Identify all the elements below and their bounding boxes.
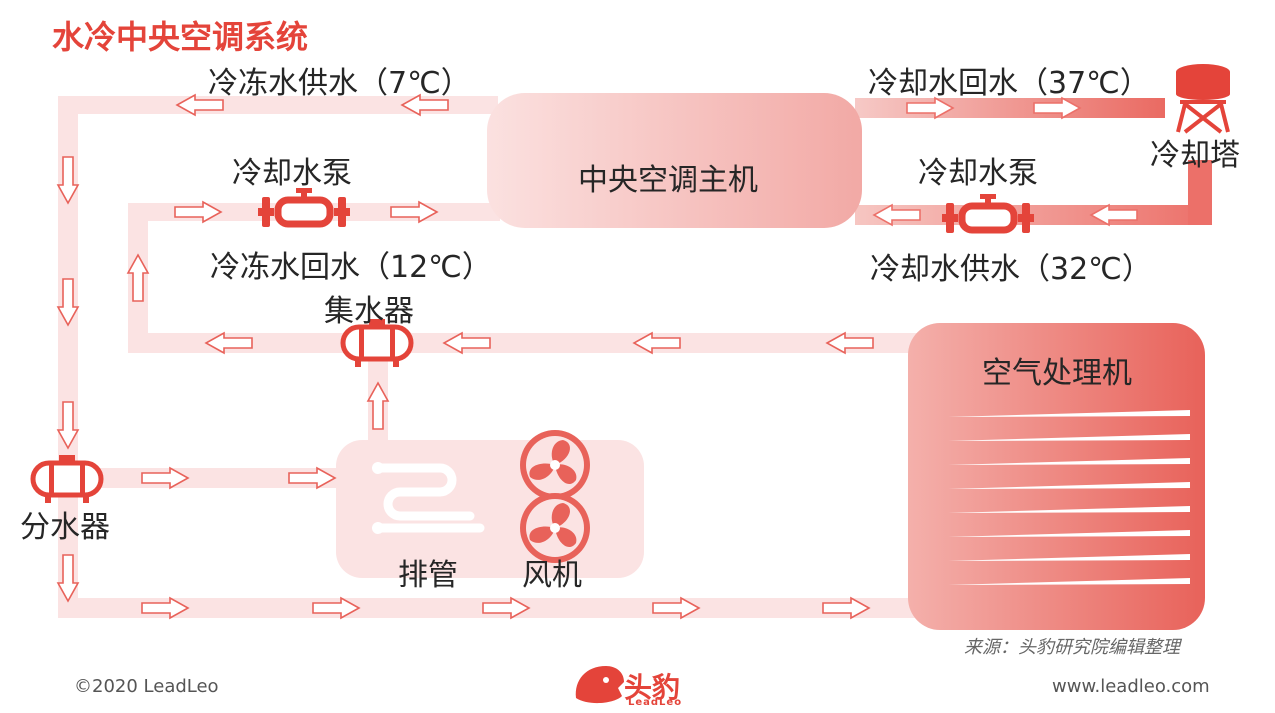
flow-arrow	[56, 156, 80, 205]
fan-icon	[520, 430, 590, 500]
flow-arrow	[825, 331, 874, 355]
fan-icon	[520, 493, 590, 563]
flow-arrow	[442, 331, 491, 355]
flow-arrow	[1033, 96, 1082, 120]
flow-arrow	[288, 466, 337, 490]
flow-arrow	[652, 596, 701, 620]
chilled-supply-label: 冷冻水供水（7℃）	[208, 66, 471, 101]
cooling-tower-label: 冷却塔	[1150, 138, 1240, 173]
cooling-tower-icon	[1176, 64, 1230, 134]
leadleo-logo-icon	[575, 666, 624, 704]
collector-label: 集水器	[324, 294, 414, 329]
collector-icon	[340, 319, 414, 367]
flow-arrow	[632, 331, 681, 355]
flow-arrow	[56, 554, 80, 603]
copyright: ©2020 LeadLeo	[74, 676, 219, 697]
flow-arrow	[56, 401, 80, 450]
flow-arrow	[906, 96, 955, 120]
flow-arrow	[56, 278, 80, 327]
flow-arrow	[482, 596, 531, 620]
flow-arrow	[141, 466, 190, 490]
flow-arrow	[141, 596, 190, 620]
flow-arrow	[175, 93, 224, 117]
website-link[interactable]: www.leadleo.com	[1052, 676, 1210, 697]
logo-name: 头豹	[624, 671, 681, 704]
flow-arrow	[126, 253, 150, 302]
pump-icon	[258, 188, 350, 228]
flow-arrow	[366, 381, 390, 430]
flow-arrows	[56, 93, 1138, 620]
coil-fan-box	[336, 440, 644, 578]
logo-sub: LeadLeo	[628, 697, 683, 708]
ahu-fins	[948, 410, 1190, 585]
coil-icon	[373, 463, 485, 533]
distributor-label: 分水器	[20, 510, 110, 545]
cooling-supply-label: 冷却水供水（32℃）	[870, 252, 1152, 287]
flow-arrow	[1089, 203, 1138, 227]
pump-right-label: 冷却水泵	[918, 156, 1038, 191]
chiller-label: 中央空调主机	[578, 163, 758, 198]
flow-arrow	[400, 93, 449, 117]
flow-arrow	[174, 200, 223, 224]
flow-arrow	[204, 331, 253, 355]
pump-left-label: 冷却水泵	[232, 156, 352, 191]
flow-arrow	[312, 596, 361, 620]
ahu-label: 空气处理机	[982, 356, 1132, 391]
source-note: 来源：头豹研究院编辑整理	[964, 637, 1180, 658]
flow-arrow	[822, 596, 871, 620]
chilled-return-label: 冷冻水回水（12℃）	[210, 250, 492, 285]
fan-label: 风机	[522, 558, 582, 593]
chiller-unit	[487, 93, 862, 228]
distributor-icon	[30, 455, 104, 503]
page-title: 水冷中央空调系统	[52, 18, 309, 56]
air-handling-unit	[908, 323, 1205, 630]
cooling-return-label: 冷却水回水（37℃）	[868, 66, 1150, 101]
pump-icon	[942, 194, 1034, 234]
coil-label: 排管	[398, 558, 458, 593]
flow-arrow	[872, 203, 921, 227]
flow-arrow	[390, 200, 439, 224]
